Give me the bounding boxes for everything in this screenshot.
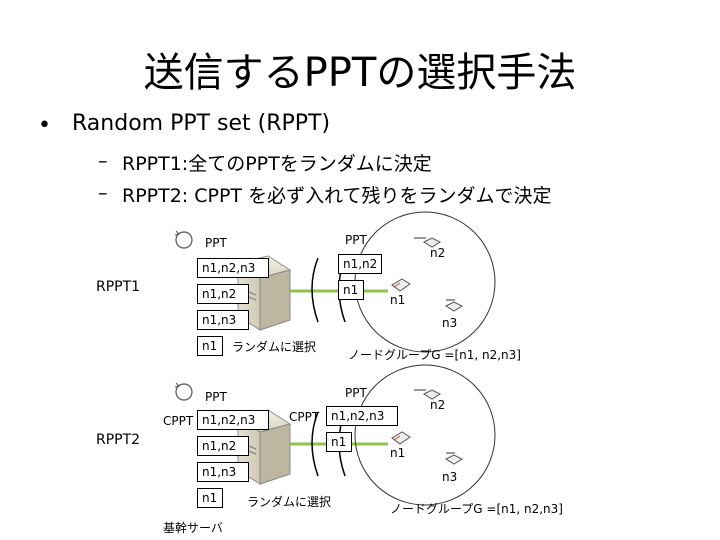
ppt-slot: n1,n2,n3 <box>197 410 269 430</box>
random-select-label: ランダムに選択 <box>232 340 317 354</box>
node-group-circle <box>354 364 496 506</box>
node-n1-icon <box>391 278 411 292</box>
node-n3-icon <box>444 452 464 465</box>
row-label-rppt1: RPPT1 <box>96 279 141 295</box>
cppt-label-right: CPPT <box>289 410 320 424</box>
slide-title: 送信するPPTの選択手法 <box>143 50 577 96</box>
node-label-n2: n2 <box>430 246 446 260</box>
right-ppt-label: PPT <box>345 233 367 247</box>
node-label-n1: n1 <box>390 293 406 307</box>
sub-bullet-rppt1: RPPT1:全てのPPTをランダムに決定 <box>122 153 432 175</box>
node-group-circle <box>354 211 496 353</box>
sub-bullet-marker-2: – <box>98 182 108 204</box>
radio-wave-arc <box>311 411 319 477</box>
right-ppt-slot: n1 <box>338 280 364 300</box>
right-ppt-slot: n1 <box>326 432 352 452</box>
node-label-n3: n3 <box>442 470 458 484</box>
diagram1-graphics <box>174 211 496 353</box>
node-label-n2: n2 <box>430 398 446 412</box>
radio-wave-arc <box>311 257 319 323</box>
row-label-rppt2: RPPT2 <box>96 432 141 448</box>
random-select-label: ランダムに選択 <box>247 495 332 509</box>
right-ppt-slot: n1,n2 <box>338 254 382 274</box>
ppt-label: PPT <box>205 390 227 404</box>
ppt-slot: n1 <box>197 336 223 356</box>
ppt-slot: n1 <box>197 488 223 508</box>
ppt-slot: n1,n2,n3 <box>197 258 269 278</box>
refresh-icon <box>174 230 193 249</box>
cppt-label-left: CPPT <box>163 414 194 428</box>
ppt-label: PPT <box>205 236 227 250</box>
sub-bullet-marker-1: – <box>98 150 108 172</box>
node-n1-icon <box>391 431 411 445</box>
refresh-icon <box>174 382 193 401</box>
node-label-n3: n3 <box>442 316 458 330</box>
sub-bullet-rppt2: RPPT2: CPPT を必ず入れて残りをランダムで決定 <box>122 185 552 207</box>
right-ppt-label: PPT <box>345 386 367 400</box>
ppt-slot: n1,n3 <box>197 310 249 330</box>
node-group-label: ノードグループG =[n1, n2,n3] <box>348 348 521 362</box>
server-label: 基幹サーバ <box>163 521 223 535</box>
node-n3-icon <box>444 299 464 312</box>
ppt-slot: n1,n3 <box>197 462 249 482</box>
right-ppt-slot: n1,n2,n3 <box>326 406 398 426</box>
node-label-n1: n1 <box>390 446 406 460</box>
ppt-slot: n1,n2 <box>197 284 249 304</box>
bullet-rppt: Random PPT set (RPPT) <box>72 111 331 136</box>
node-group-label: ノードグループG =[n1, n2,n3] <box>390 502 563 516</box>
node-n2-icon <box>414 389 442 400</box>
node-n2-icon <box>414 237 442 248</box>
ppt-slot: n1,n2 <box>197 436 249 456</box>
bullet-marker: • <box>38 113 51 138</box>
